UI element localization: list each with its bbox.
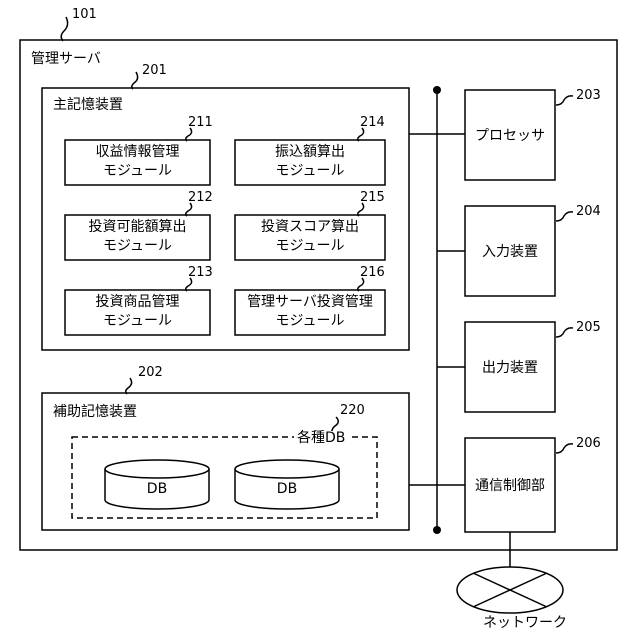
module-211-line2: モジュール (65, 162, 210, 181)
module-213-line1: 投資商品管理 (65, 293, 210, 312)
device-ref-204: 204 (576, 205, 601, 218)
server-ref: 101 (72, 8, 97, 21)
leader-205 (556, 328, 573, 337)
db-group-ref: 220 (340, 404, 365, 417)
server-label: 管理サーバ (31, 52, 101, 66)
leader-206 (556, 444, 573, 453)
module-213: 投資商品管理 モジュール (65, 293, 210, 331)
module-ref-215: 215 (360, 191, 385, 204)
leader-101 (61, 17, 67, 41)
module-216-line1: 管理サーバ投資管理 (235, 293, 385, 312)
module-ref-214: 214 (360, 116, 385, 129)
device-ref-206: 206 (576, 437, 601, 450)
module-212-line1: 投資可能額算出 (65, 218, 210, 237)
module-216-line2: モジュール (235, 312, 385, 331)
module-ref-211: 211 (188, 116, 213, 129)
leader-204 (556, 212, 573, 221)
module-211: 収益情報管理 モジュール (65, 143, 210, 181)
leader-203 (556, 96, 573, 105)
network-label: ネットワーク (483, 616, 567, 630)
module-215-line1: 投資スコア算出 (235, 218, 385, 237)
device-label-comm: 通信制御部 (465, 438, 555, 532)
module-ref-216: 216 (360, 266, 385, 279)
leader-202 (126, 378, 132, 394)
module-ref-212: 212 (188, 191, 213, 204)
device-ref-205: 205 (576, 321, 601, 334)
module-211-line1: 収益情報管理 (65, 143, 210, 162)
device-ref-203: 203 (576, 89, 601, 102)
db-group-label: 各種DB (294, 431, 348, 445)
module-212-line2: モジュール (65, 237, 210, 256)
module-214: 振込額算出 モジュール (235, 143, 385, 181)
aux-storage-ref: 202 (138, 366, 163, 379)
bus-dot-top (433, 86, 441, 94)
main-storage-ref: 201 (142, 64, 167, 77)
device-label-output: 出力装置 (465, 322, 555, 412)
module-214-line2: モジュール (235, 162, 385, 181)
module-ref-213: 213 (188, 266, 213, 279)
module-212: 投資可能額算出 モジュール (65, 218, 210, 256)
aux-storage-label: 補助記憶装置 (53, 405, 137, 419)
module-216: 管理サーバ投資管理 モジュール (235, 293, 385, 331)
module-215-line2: モジュール (235, 237, 385, 256)
device-label-input: 入力装置 (465, 206, 555, 296)
module-214-line1: 振込額算出 (235, 143, 385, 162)
db-label-1: DB (105, 478, 209, 500)
db-label-2: DB (235, 478, 339, 500)
module-215: 投資スコア算出 モジュール (235, 218, 385, 256)
device-label-processor: プロセッサ (465, 90, 555, 180)
main-storage-label: 主記憶装置 (53, 98, 123, 112)
module-213-line2: モジュール (65, 312, 210, 331)
bus-dot-bottom (433, 526, 441, 534)
leader-201 (132, 72, 138, 89)
